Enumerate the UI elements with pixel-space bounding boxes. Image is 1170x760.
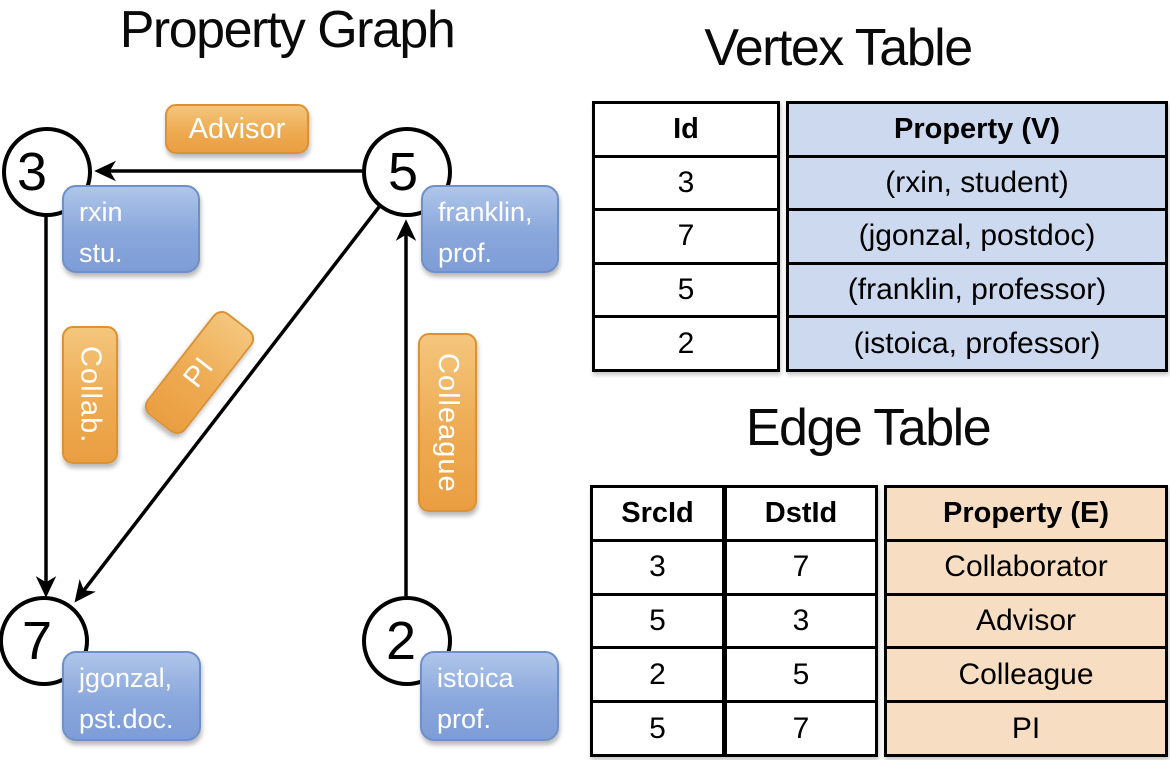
edge-table-cell-property: PI	[887, 700, 1165, 754]
node-5-property-line1: franklin,	[438, 197, 533, 227]
node-2-id: 2	[385, 611, 417, 671]
edge-table-cell-property: Advisor	[887, 592, 1165, 647]
node-3-id: 3	[16, 142, 48, 202]
edge-table-cell-srcid: 3	[593, 538, 722, 593]
edge-label-colleague: Colleague	[418, 333, 477, 512]
node-5-property-line2: prof.	[438, 237, 493, 268]
edge-table-header-property: Property (E)	[887, 488, 1165, 539]
node-3-circle: 3	[2, 127, 92, 217]
vertex-table-property-column: Property (V) (rxin, student) (jgonzal, p…	[786, 101, 1168, 372]
node-7-property-line1: jgonzal,	[79, 663, 173, 693]
vertex-table-cell-id: 5	[595, 261, 777, 316]
edge-table-header-srcid: SrcId	[621, 496, 694, 529]
node-3-property-line2: stu.	[79, 237, 123, 268]
vertex-table-header-property: Property (V)	[789, 104, 1165, 155]
edge-label-advisor: Advisor	[165, 104, 309, 154]
node-2-property-line1: istoica	[437, 663, 514, 693]
edge-table-cell-srcid: 5	[593, 700, 722, 754]
node-3-property-line1: rxin	[79, 197, 123, 227]
edge-label-collab-text: Collab.	[74, 346, 107, 444]
node-7-property-line2: pst.doc.	[79, 703, 174, 734]
edge-label-pi-text: PI	[177, 350, 221, 394]
node-3-property-box: rxin stu.	[62, 185, 200, 273]
vertex-table-header-id: Id	[673, 112, 699, 145]
vertex-table-cell-id: 2	[595, 315, 777, 369]
edge-table-dstid-column: DstId 7 3 5 7	[725, 485, 878, 757]
node-2-property-box: istoica prof.	[420, 651, 559, 741]
edge-table-cell-srcid: 5	[593, 592, 722, 647]
edge-label-colleague-text: Colleague	[432, 352, 464, 493]
vertex-table-cell-property: (istoica, professor)	[789, 315, 1165, 369]
vertex-table-cell-id: 7	[595, 208, 777, 262]
vertex-table-title: Vertex Table	[704, 19, 973, 77]
edge-table-cell-srcid: 2	[593, 646, 722, 700]
vertex-table-cell-property: (rxin, student)	[789, 154, 1165, 209]
node-7-property-box: jgonzal, pst.doc.	[62, 651, 201, 741]
edge-label-collab: Collab.	[62, 326, 118, 464]
node-7-id: 7	[21, 611, 53, 671]
edge-5-to-7-arrow	[74, 205, 381, 603]
node-2-property-line2: prof.	[437, 703, 492, 734]
edge-label-advisor-text: Advisor	[188, 112, 286, 145]
edge-table-cell-dstid: 7	[727, 700, 875, 754]
edge-table-property-column: Property (E) Collaborator Advisor Collea…	[884, 485, 1168, 757]
edge-table-cell-dstid: 7	[727, 538, 875, 593]
edge-table-cell-property: Colleague	[887, 646, 1165, 701]
vertex-table-cell-property: (franklin, professor)	[789, 261, 1165, 316]
edge-table-cell-dstid: 3	[727, 592, 875, 647]
node-5-id: 5	[387, 142, 419, 202]
vertex-table-id-column: Id 3 7 5 2	[592, 101, 780, 372]
property-graph-title: Property Graph	[119, 1, 456, 59]
node-5-property-box: franklin, prof.	[421, 185, 559, 273]
vertex-table-cell-property: (jgonzal, postdoc)	[789, 208, 1165, 262]
edge-table-cell-dstid: 5	[727, 646, 875, 700]
edge-table-title: Edge Table	[745, 399, 992, 457]
edge-table-cell-property: Collaborator	[887, 538, 1165, 593]
edge-table-header-dstid: DstId	[764, 496, 838, 529]
vertex-table-cell-id: 3	[595, 154, 777, 209]
edge-table-srcid-column: SrcId 3 5 2 5	[590, 485, 725, 757]
